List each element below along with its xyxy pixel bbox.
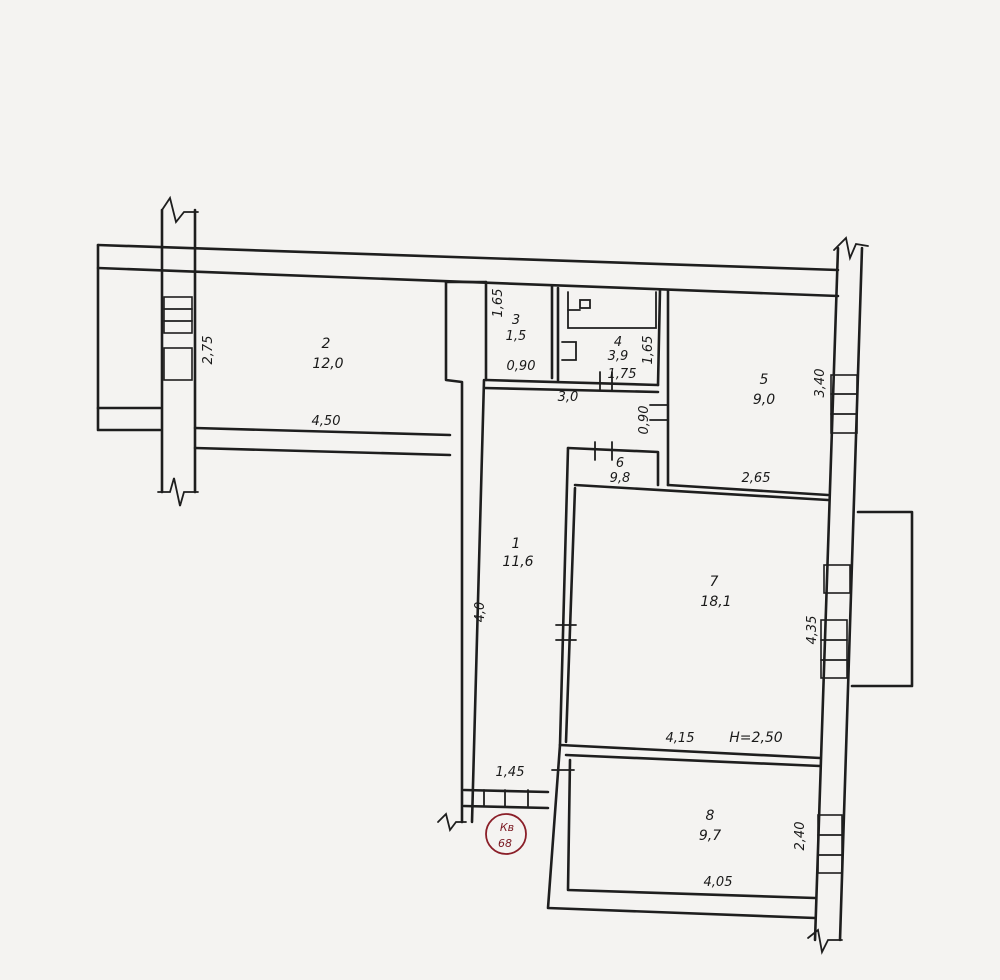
dim-room4-depth: 1,65 xyxy=(641,336,656,365)
room-4-number: 4 xyxy=(614,335,622,350)
door-marks xyxy=(483,371,669,807)
dim-room2-width: 4,50 xyxy=(312,414,341,429)
dim-room5-depth: 3,40 xyxy=(813,369,828,398)
dim-entry-width: 1,45 xyxy=(496,765,525,780)
room-7-number: 7 xyxy=(710,574,719,590)
room-5-area: 9,0 xyxy=(753,392,775,408)
dim-corridor-width: 3,0 xyxy=(558,390,579,405)
room-2-area: 12,0 xyxy=(312,356,343,372)
room-7-area: 18,1 xyxy=(700,594,731,610)
dimension-labels: 4,50 2,75 1,65 0,90 1,65 1,75 3,0 0,90 3… xyxy=(201,289,828,890)
room-6-number: 6 xyxy=(616,456,624,471)
room-1-area: 11,6 xyxy=(502,554,533,570)
dim-room2-depth: 2,75 xyxy=(201,336,216,365)
interior-walls xyxy=(444,280,830,920)
dim-ceiling-height: H=2,50 xyxy=(729,730,783,746)
dim-room3-depth: 1,65 xyxy=(491,289,506,318)
dim-room5-width: 2,65 xyxy=(742,471,771,486)
dim-room3-width: 0,90 xyxy=(507,359,536,374)
room-2-number: 2 xyxy=(322,336,331,352)
room-5-number: 5 xyxy=(760,372,769,388)
stamp-line1: Кв xyxy=(500,821,514,834)
apartment-stamp: Кв 68 xyxy=(485,813,527,855)
windows xyxy=(163,296,858,874)
room-8-number: 8 xyxy=(706,808,715,824)
room-1-number: 1 xyxy=(512,536,521,552)
dim-room1-length: 4,0 xyxy=(473,602,488,623)
stamp-line2: 68 xyxy=(498,837,512,850)
room-8-area: 9,7 xyxy=(699,828,721,844)
room-4-area: 3,9 xyxy=(608,349,629,364)
dim-room4-width: 1,75 xyxy=(608,367,637,382)
room-labels: 2 12,0 3 1,5 4 3,9 5 9,0 6 9,8 1 11,6 7 … xyxy=(312,313,775,844)
dim-passage-depth: 0,90 xyxy=(637,406,652,435)
dim-room7-depth: 4,35 xyxy=(805,616,820,645)
sink-icon xyxy=(561,341,577,361)
room-6-area: 9,8 xyxy=(610,471,631,486)
dim-room8-depth: 2,40 xyxy=(793,822,808,851)
room-3-area: 1,5 xyxy=(506,329,527,344)
break-marks xyxy=(157,195,869,955)
bathtub-icon xyxy=(567,291,657,329)
outer-walls xyxy=(96,208,914,942)
dim-room7-width: 4,15 xyxy=(666,731,695,746)
room-3-number: 3 xyxy=(512,313,520,328)
dim-room8-width: 4,05 xyxy=(704,875,733,890)
